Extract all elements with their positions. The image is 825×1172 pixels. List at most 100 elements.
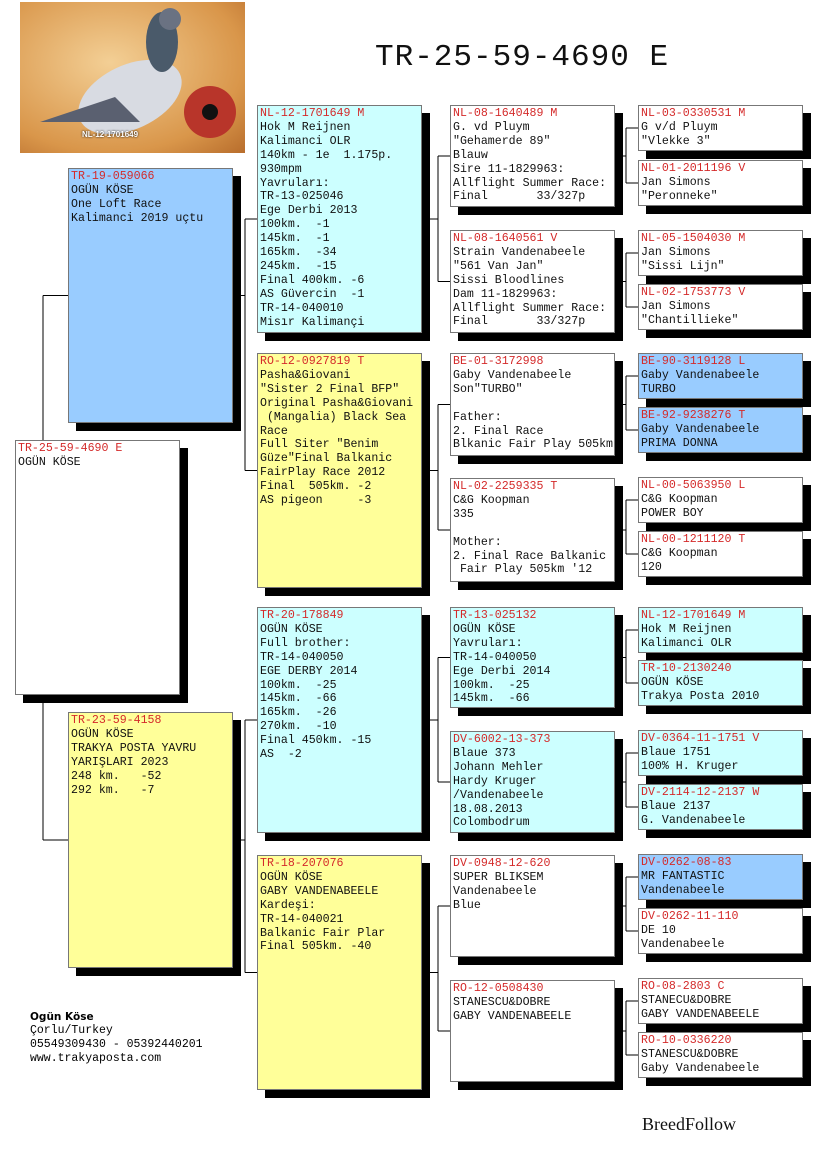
ring-number: NL-00-5063950 L <box>641 479 746 492</box>
page-title: TR-25-59-4690 E <box>375 40 670 75</box>
card-line <box>453 522 612 536</box>
ring-number: TR-13-025132 <box>453 609 537 622</box>
card-line: G v/d Pluym <box>641 120 718 134</box>
card-line: 2. Final Race Balkanic <box>453 549 607 563</box>
card-line: Jan Simons <box>641 245 711 259</box>
card-line: OGÜN KÖSE <box>641 675 704 689</box>
card-line: OGÜN KÖSE <box>260 870 323 884</box>
card-line: Strain Vandenabeele <box>453 245 586 259</box>
ring-number: TR-25-59-4690 E <box>18 442 123 455</box>
card-line: Vandenabeele <box>641 937 725 951</box>
card-line: OGÜN KÖSE <box>71 183 134 197</box>
card-line: Gaby Vandenabeele <box>641 368 760 382</box>
card-line: Blaue 373 <box>453 746 516 760</box>
card-line: Dam 11-1829963: <box>453 287 558 301</box>
card-line: GABY VANDENABEELE <box>260 884 379 898</box>
ring-number: BE-90-3119128 L <box>641 355 746 368</box>
card-line: Hok M Reijnen <box>641 622 732 636</box>
card-line: MR FANTASTIC <box>641 869 725 883</box>
ring-number: NL-12-1701649 M <box>641 609 746 622</box>
card-line: "Sissi Lijn" <box>641 259 725 273</box>
card-line: "Sister 2 Final BFP" <box>260 382 400 396</box>
card-line: "561 Van Jan" <box>453 259 544 273</box>
ring-number: NL-12-1701649 M <box>260 107 365 120</box>
card-line: Final 33/327p <box>453 190 586 204</box>
card-line: Ege Derbi 2014 <box>453 664 551 678</box>
card-line: 245km. -15 <box>260 259 337 273</box>
card-line: FairPlay Race 2012 <box>260 466 386 480</box>
card-line: 120 <box>641 560 662 574</box>
ring-number: TR-19-059066 <box>71 170 155 183</box>
card-line: 100km. -25 <box>260 678 337 692</box>
card-line: Vandenabeele <box>453 884 537 898</box>
card-line: Yavruları: <box>260 176 330 190</box>
card-line: OGÜN KÖSE <box>71 727 134 741</box>
card-line <box>453 397 612 411</box>
card-line: TURBO <box>641 382 676 396</box>
owner-website[interactable]: www.trakyaposta.com <box>30 1052 162 1065</box>
card-line: TR-14-040021 <box>260 912 344 926</box>
card-line: Blaue 2137 <box>641 799 711 813</box>
card-line: TRAKYA POSTA YAVRU <box>71 741 197 755</box>
ring-number: TR-20-178849 <box>260 609 344 622</box>
card-line: G. Vandenabeele <box>641 813 746 827</box>
ring-number: DV-0364-11-1751 V <box>641 732 760 745</box>
card-line: Trakya Posta 2010 <box>641 689 760 703</box>
ring-number: NL-08-1640489 M <box>453 107 558 120</box>
card-line: C&G Koopman <box>641 546 718 560</box>
pigeon-illustration <box>40 8 236 138</box>
card-line: Gaby Vandenabeele <box>641 422 760 436</box>
brand-logo: BreedFollow <box>642 1114 736 1134</box>
card-line: TR-13-025046 <box>260 190 344 204</box>
owner-phones: 05549309430 - 05392440201 <box>30 1038 203 1051</box>
ring-number: DV-6002-13-373 <box>453 733 551 746</box>
ring-number: DV-2114-12-2137 W <box>641 786 760 799</box>
card-line: TR-14-040050 <box>260 650 344 664</box>
card-line: 248 km. -52 <box>71 769 162 783</box>
card-line: Blaue 1751 <box>641 745 711 759</box>
card-line: 100km. -25 <box>453 678 530 692</box>
owner-city: Çorlu/Turkey <box>30 1024 113 1037</box>
card-line: EGE DERBY 2014 <box>260 664 358 678</box>
card-line: One Loft Race <box>71 197 162 211</box>
card-line: Final 400km. -6 <box>260 273 365 287</box>
card-line: Colombodrum <box>453 816 530 830</box>
card-line: STANESCU&DOBRE <box>641 1047 739 1061</box>
card-line: "Gehamerde 89" <box>453 134 551 148</box>
card-line: Father: <box>453 410 502 424</box>
ring-number: DV-0262-11-110 <box>641 910 739 923</box>
ring-number: NL-00-1211120 T <box>641 533 746 546</box>
